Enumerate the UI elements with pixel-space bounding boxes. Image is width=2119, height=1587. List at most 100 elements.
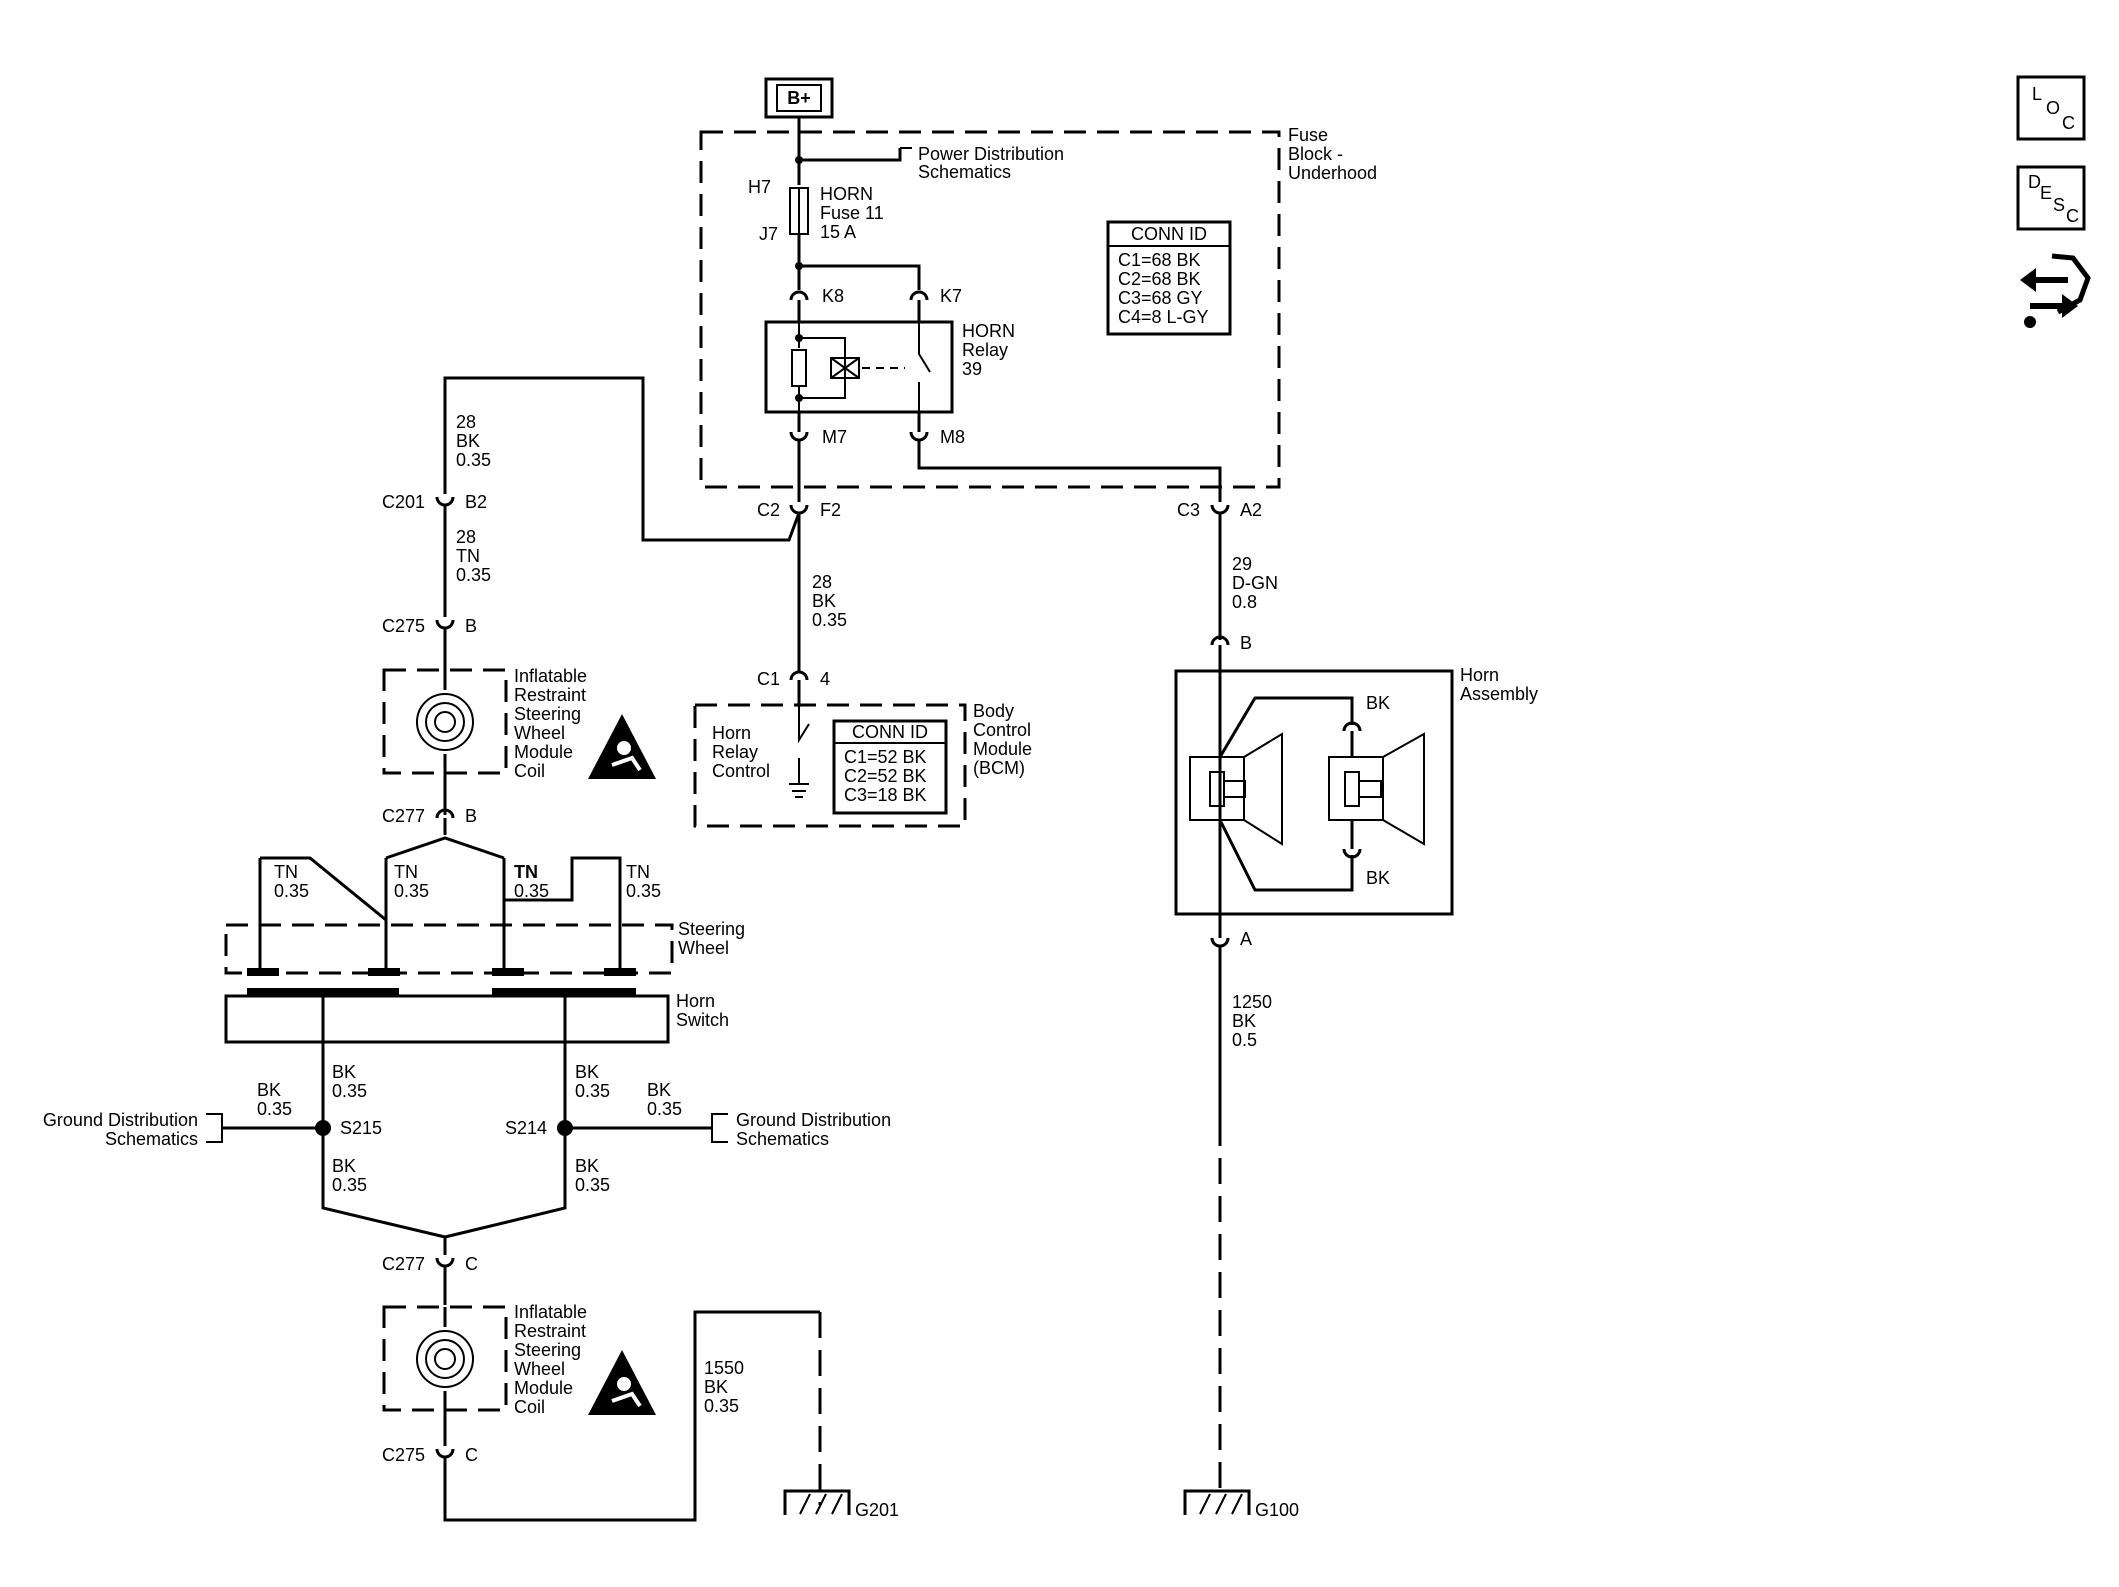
horn-wire-label: BK [1366, 868, 1390, 888]
ground-distribution-label: Schematics [736, 1129, 829, 1149]
ground-label: G201 [855, 1500, 899, 1520]
relay-label: Relay [962, 340, 1008, 360]
horn-assembly-label: Assembly [1460, 684, 1538, 704]
relay-label: HORN [962, 321, 1015, 341]
coil-label: Module [514, 742, 573, 762]
bcm-connector-pin: 4 [820, 669, 830, 689]
wire-label: 1250 [1232, 992, 1272, 1012]
svg-text:C: C [2066, 206, 2079, 226]
horn-switch [224, 994, 670, 1044]
coil-label: Coil [514, 1397, 545, 1417]
wire-label: BK [1232, 1011, 1256, 1031]
bcm-label: Module [973, 739, 1032, 759]
horn-wire-label: BK [1366, 693, 1390, 713]
svg-text:C1=68 BK: C1=68 BK [1118, 250, 1201, 270]
coil-label: Steering [514, 704, 581, 724]
svg-text:S: S [2053, 195, 2065, 215]
bcm-label: Control [973, 720, 1031, 740]
steering-wheel-outline [224, 923, 674, 975]
svg-text:E: E [2040, 183, 2052, 203]
ground-g201-icon [783, 1489, 851, 1515]
ground-distribution-label: Ground Distribution [736, 1110, 891, 1130]
bcm-control-label: Horn [712, 723, 751, 743]
bk-wire-label: BK [647, 1080, 671, 1100]
bcm-outline [693, 703, 967, 828]
ground-distribution-label: Ground Distribution [43, 1110, 198, 1130]
coil-label: Restraint [514, 1321, 586, 1341]
loc-icon[interactable]: L O C [2016, 75, 2086, 141]
connector-c201-pin: B2 [465, 492, 487, 512]
connector-c275-label: C275 [382, 616, 425, 636]
wire-label: D-GN [1232, 573, 1278, 593]
relay-label: 39 [962, 359, 982, 379]
connector-c277-pin: C [465, 1254, 478, 1274]
fuse-pin-label: H7 [748, 177, 771, 197]
connector-c201-label: C201 [382, 492, 425, 512]
wire-label: BK [456, 431, 480, 451]
horn-assembly-label: Horn [1460, 665, 1499, 685]
ground-distribution-label: Schematics [105, 1129, 198, 1149]
tn-wire-label: TN [514, 862, 538, 882]
wire-label: 28 [456, 527, 476, 547]
fuse-label: Fuse 11 [820, 203, 884, 223]
svg-text:D: D [2028, 172, 2041, 192]
wire-label: 29 [1232, 554, 1252, 574]
fuse-pin-label: J7 [759, 224, 778, 244]
fuse-block-outline [699, 130, 1281, 489]
wire-label: TN [456, 546, 480, 566]
clockspring-coil-icon [416, 693, 474, 751]
bk-wire-label: 0.35 [647, 1099, 682, 1119]
bcm-control-label: Control [712, 761, 770, 781]
svg-text:B+: B+ [787, 88, 811, 108]
power-distribution-label: Schematics [918, 162, 1011, 182]
svg-text:O: O [2046, 98, 2060, 118]
battery-positive-terminal: B+ [764, 77, 834, 119]
fuse-block-conn-id-table: CONN ID C1=68 BK C2=68 BK C3=68 GY C4=8 … [1106, 220, 1232, 336]
svg-text:L: L [2032, 84, 2042, 104]
airbag-warning-icon [588, 714, 656, 779]
connector-c277-label: C277 [382, 806, 425, 826]
ground-label: G100 [1255, 1500, 1299, 1520]
airbag-warning-icon [588, 1350, 656, 1415]
wire-label: 0.5 [1232, 1030, 1257, 1050]
fuse-block-label: Underhood [1288, 163, 1377, 183]
tn-wire-label: TN [394, 862, 418, 882]
bcm-control-label: Relay [712, 742, 758, 762]
power-distribution-label: Power Distribution [918, 144, 1064, 164]
connector-c275-pin: C [465, 1445, 478, 1465]
connector-c3-label: C3 [1177, 500, 1200, 520]
clockspring-coil-icon [416, 1330, 474, 1388]
relay-pin-label: M7 [822, 427, 847, 447]
steering-wheel-label: Steering [678, 919, 745, 939]
svg-text:C: C [2062, 113, 2075, 133]
wire-label: 0.35 [456, 450, 491, 470]
coil-label: Inflatable [514, 1302, 587, 1322]
desc-icon[interactable]: D E S C [2016, 165, 2086, 231]
bcm-label: Body [973, 701, 1014, 721]
coil-label: Wheel [514, 1359, 565, 1379]
tn-wire-label: 0.35 [514, 881, 549, 901]
wire-label: 1550 [704, 1358, 744, 1378]
coil-label: Restraint [514, 685, 586, 705]
wire-label: 28 [456, 412, 476, 432]
svg-text:C2=52 BK: C2=52 BK [844, 766, 927, 786]
wire-label: BK [812, 591, 836, 611]
svg-text:C4=8 L-GY: C4=8 L-GY [1118, 307, 1209, 327]
bk-wire-label: BK [332, 1156, 356, 1176]
connector-c2-pin: F2 [820, 500, 841, 520]
horn-switch-contacts [247, 968, 636, 996]
horn-switch-label: Horn [676, 991, 715, 1011]
horn-pin-label: A [1240, 929, 1252, 949]
connector-view-icon[interactable] [2020, 253, 2091, 328]
svg-text:CONN ID: CONN ID [852, 722, 928, 742]
bk-wire-label: 0.35 [332, 1081, 367, 1101]
coil-label: Steering [514, 1340, 581, 1360]
bcm-connector-label: C1 [757, 669, 780, 689]
tn-wire-label: 0.35 [394, 881, 429, 901]
connector-c3-pin: A2 [1240, 500, 1262, 520]
connector-c2-label: C2 [757, 500, 780, 520]
connector-c275-label: C275 [382, 1445, 425, 1465]
bk-wire-label: BK [332, 1062, 356, 1082]
tn-wire-label: 0.35 [274, 881, 309, 901]
